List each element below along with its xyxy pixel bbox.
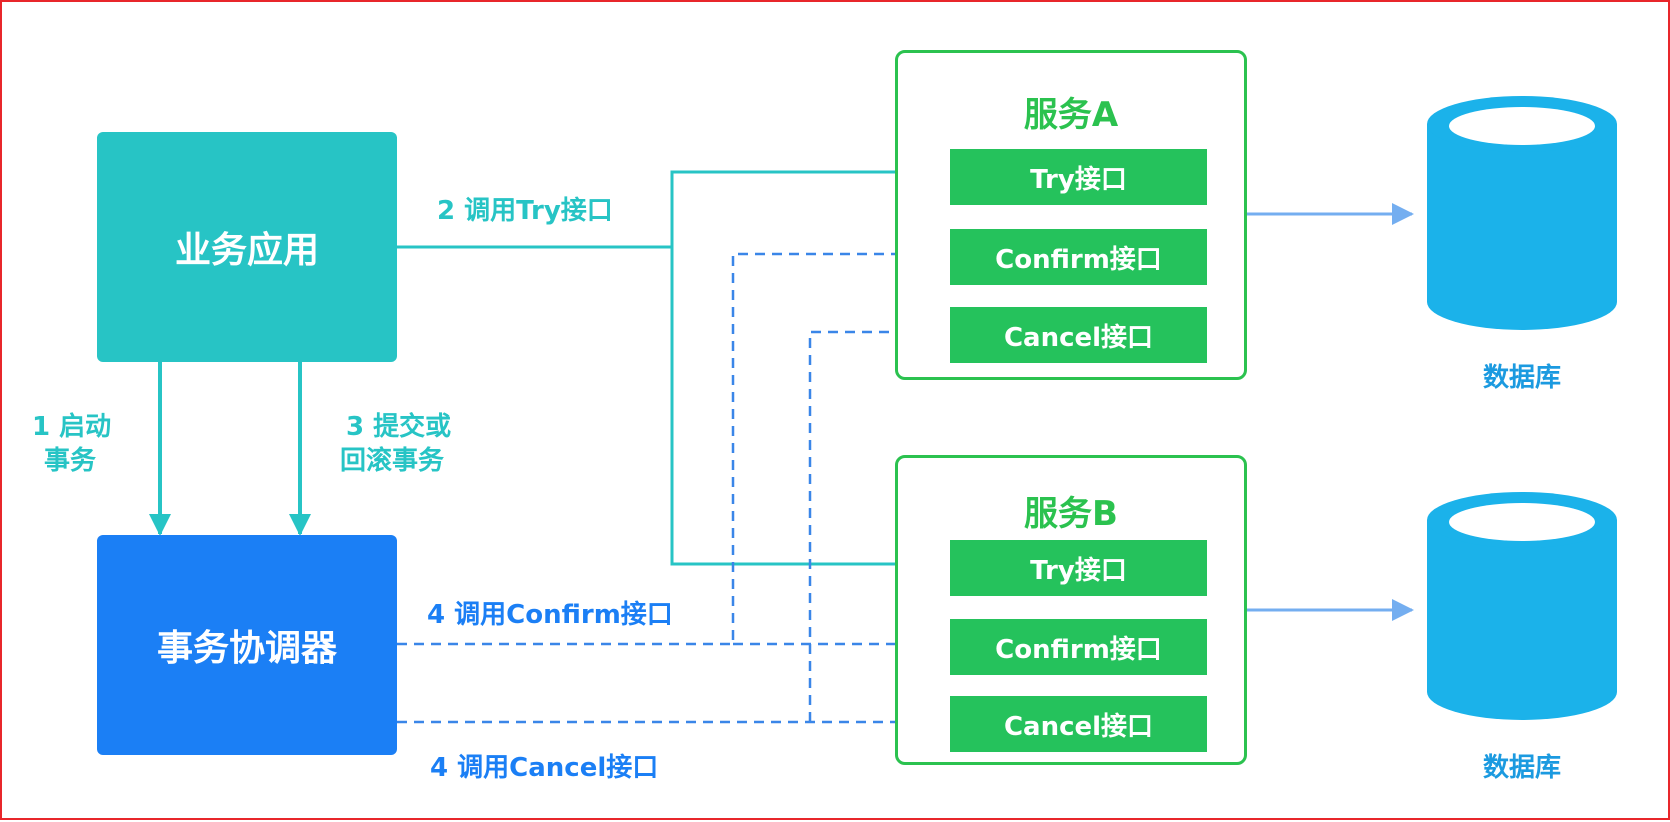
label-call-try: 2 调用Try接口: [437, 196, 613, 226]
label-call-cancel: 4 调用Cancel接口: [430, 753, 659, 783]
service-b-title: 服务B: [1024, 494, 1118, 534]
arrow-try-trunk: [397, 161, 948, 249]
service-a-cancel-interface: Cancel接口: [950, 307, 1207, 363]
transaction-coordinator-box: 事务协调器: [97, 535, 397, 755]
label-commit-rollback-line1: 3 提交或: [346, 412, 452, 442]
label-start-transaction-line1: 1 启动: [32, 412, 112, 442]
database-a-label: 数据库: [1482, 363, 1561, 393]
service-b-container: 服务B Try接口 Confirm接口 Cancel接口: [895, 455, 1247, 765]
service-a-try-interface: Try接口: [950, 149, 1207, 205]
service-b-cancel-interface: Cancel接口: [950, 696, 1207, 752]
service-a-confirm-interface: Confirm接口: [950, 229, 1207, 285]
service-b-confirm-interface: Confirm接口: [950, 619, 1207, 675]
label-start-transaction: 1 启动 事务: [32, 410, 111, 478]
label-call-confirm: 4 调用Confirm接口: [427, 600, 673, 630]
service-b-try-interface: Try接口: [950, 540, 1207, 596]
arrow-try-to-b: [670, 247, 948, 575]
business-app-box: 业务应用: [97, 132, 397, 362]
arrow-confirm-to-a: [397, 243, 948, 646]
database-b-label: 数据库: [1482, 753, 1561, 783]
database-a-icon: [1427, 96, 1617, 330]
label-commit-rollback: 3 提交或 回滚事务: [340, 410, 451, 478]
service-a-title: 服务A: [1023, 95, 1119, 135]
database-b-icon: [1427, 492, 1617, 720]
service-a-container: 服务A Try接口 Confirm接口 Cancel接口: [895, 50, 1247, 380]
label-start-transaction-line2: 事务: [44, 446, 97, 476]
label-commit-rollback-line2: 回滚事务: [340, 446, 445, 476]
